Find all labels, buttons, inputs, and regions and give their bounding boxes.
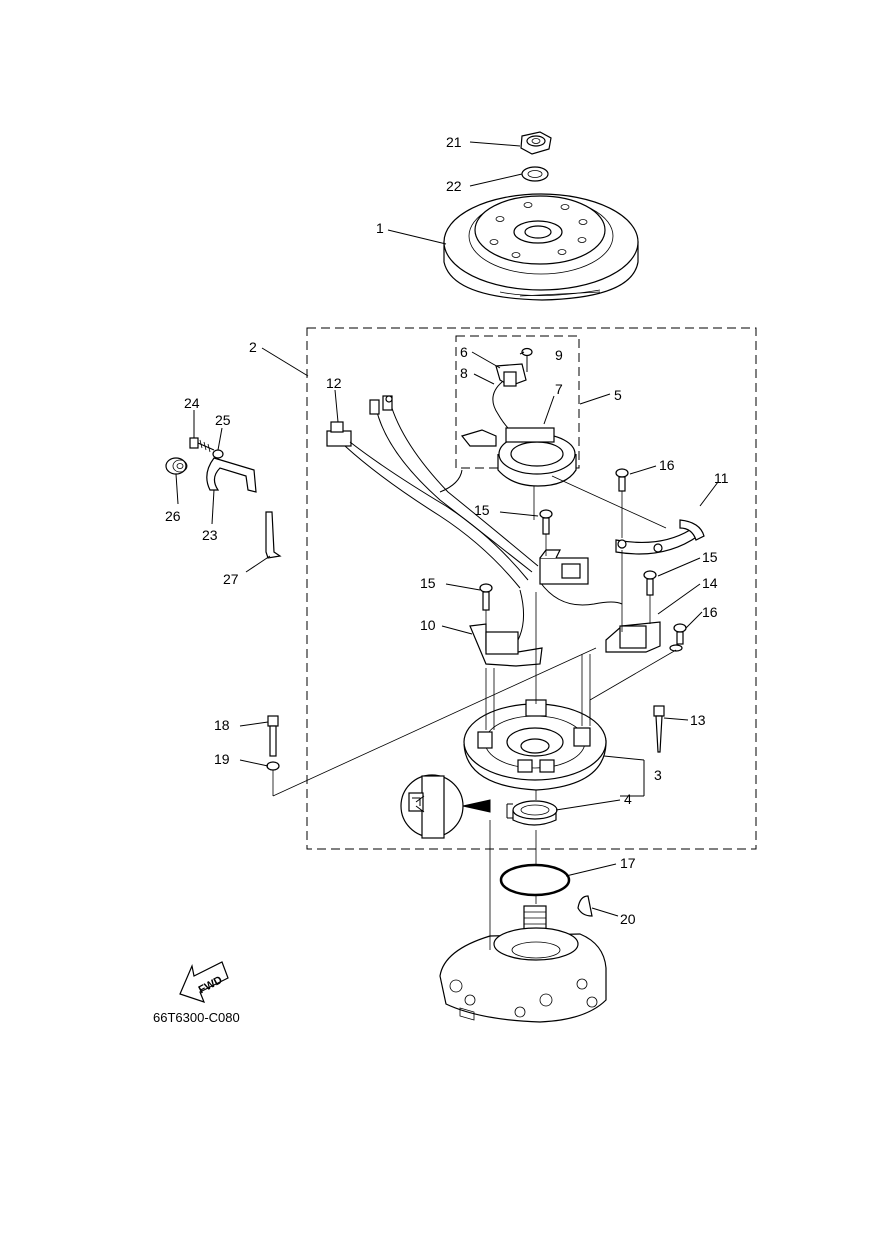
callout-5: 5: [614, 387, 622, 403]
callout-15-left: 15: [420, 575, 436, 591]
callout-8: 8: [460, 365, 468, 381]
bolt-18-part: [267, 715, 279, 757]
callout-18: 18: [214, 717, 230, 733]
callout-19: 19: [214, 751, 230, 767]
stator-base-plate-part: [463, 699, 607, 791]
callout-24: 24: [184, 395, 200, 411]
crankcase-reference: [439, 905, 607, 1023]
callout-15-right: 15: [702, 549, 718, 565]
callout-2: 2: [249, 339, 257, 355]
callout-3: 3: [654, 767, 662, 783]
screw-16-top-part: [615, 468, 629, 492]
callout-21: 21: [446, 134, 462, 150]
callout-4: 4: [624, 791, 632, 807]
clamp-27-part: [265, 511, 282, 559]
callout-16-top: 16: [659, 457, 675, 473]
callout-16-right: 16: [702, 604, 718, 620]
pulser-bracket-part: [495, 363, 527, 387]
screw-15-top-part: [539, 509, 553, 535]
callout-27: 27: [223, 571, 239, 587]
callout-13: 13: [690, 712, 706, 728]
callout-labels: 21 22 1 2 6 9 8 7 5 12 24 25 26 23 27 16…: [165, 134, 729, 927]
retainer-plate-part: [615, 519, 705, 555]
bushing-part: [512, 800, 558, 826]
ignition-coil-top-part: [539, 549, 589, 585]
bolt-24-part: [189, 437, 215, 453]
callout-15-top: 15: [474, 502, 490, 518]
pulser-coil-part: [605, 621, 661, 653]
stator-assembly-box: [306, 327, 757, 850]
washer-19-part: [266, 761, 280, 771]
guide-lines: [272, 475, 677, 950]
leader-lines: [175, 141, 719, 917]
washer-25-part: [212, 449, 224, 459]
screw-15-left-part: [479, 583, 493, 611]
screw-16-right-part: [669, 623, 687, 652]
charge-coil-part: [460, 427, 577, 487]
callout-26: 26: [165, 508, 181, 524]
grommet-26-part: [165, 457, 188, 475]
screw-15-right-part: [643, 570, 657, 596]
o-ring-part: [499, 863, 571, 897]
callout-14: 14: [702, 575, 718, 591]
source-coil-part: [469, 623, 543, 667]
callout-7: 7: [555, 381, 563, 397]
callout-22: 22: [446, 178, 462, 194]
callout-12: 12: [326, 375, 342, 391]
bracket-23-part: [206, 457, 257, 493]
cable-tie-part: [653, 705, 665, 753]
part-code-label: 66T6300-C080: [153, 1010, 240, 1025]
callout-25: 25: [215, 412, 231, 428]
forward-direction-arrow: FWD: [179, 961, 229, 1003]
callout-20: 20: [620, 911, 636, 927]
screw-9-part: [521, 347, 533, 372]
nut-part: [520, 131, 552, 155]
callout-9: 9: [555, 347, 563, 363]
washer-part: [521, 166, 549, 182]
callout-11: 11: [714, 470, 729, 486]
wire-harness-part: [326, 395, 623, 641]
callout-10: 10: [420, 617, 436, 633]
callout-17: 17: [620, 855, 636, 871]
flywheel-part: [443, 193, 639, 301]
callout-23: 23: [202, 527, 218, 543]
callout-6: 6: [460, 344, 468, 360]
woodruff-key-part: [577, 895, 593, 917]
callout-1: 1: [376, 220, 384, 236]
lubricant-symbol: [400, 774, 513, 839]
